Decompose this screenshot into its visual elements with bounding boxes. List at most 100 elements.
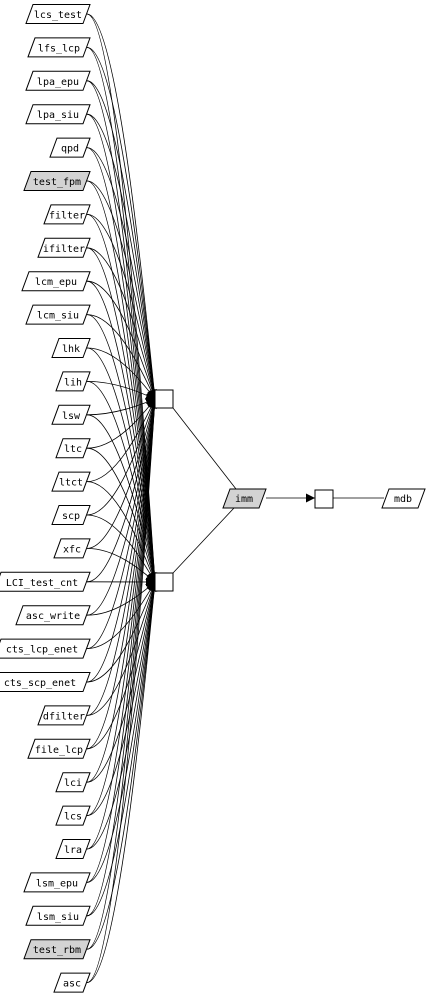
node-scp[interactable]: scp <box>51 505 91 525</box>
edge-lih-to-lower <box>86 381 158 583</box>
node-lhk[interactable]: lhk <box>51 338 91 358</box>
node-asc_write-label: asc_write <box>26 611 80 622</box>
node-lci-shape <box>55 772 91 793</box>
edge-cts_lcp_enet-to-upper <box>86 398 159 649</box>
node-qpd-label: qpd <box>61 144 79 155</box>
node-lra[interactable]: lra <box>55 839 91 859</box>
node-ifilter-shape <box>37 237 91 258</box>
edge-file_lcp-to-upper <box>86 398 159 750</box>
node-LCI_test_cnt-shape <box>0 571 91 592</box>
node-asc_write[interactable]: asc_write <box>15 605 91 626</box>
node-lra-shape <box>55 839 91 859</box>
junction-lower <box>154 572 174 592</box>
node-lfs_lcp[interactable]: lfs_lcp <box>27 37 91 58</box>
node-cts_lcp_enet[interactable]: cts_lcp_enet <box>0 638 91 659</box>
node-lsw[interactable]: lsw <box>51 404 91 425</box>
node-lsm_siu[interactable]: lsm_siu <box>25 905 91 926</box>
node-cts_scp_enet[interactable]: cts_scp_enet <box>0 672 91 692</box>
edge-filter-to-upper <box>86 214 158 400</box>
edge-lower-to-imm <box>172 507 235 574</box>
node-lih-label: lih <box>64 377 82 388</box>
edge-test_fpm-to-lower <box>86 180 159 583</box>
junction-upper <box>154 389 174 409</box>
edge-asc_write-to-upper <box>86 398 158 616</box>
node-test_rbm-label: test_rbm <box>33 945 81 956</box>
edge-ifilter-to-lower <box>86 247 159 583</box>
node-lcm_siu[interactable]: lcm_siu <box>25 304 91 325</box>
node-test_rbm[interactable]: test_rbm <box>23 939 91 960</box>
node-lsw-shape <box>51 404 91 425</box>
node-file_lcp[interactable]: file_lcp <box>27 738 91 759</box>
edge-lcm_epu-to-lower <box>86 280 159 583</box>
node-ltc-label: ltc <box>64 444 82 455</box>
node-ltct[interactable]: ltct <box>51 471 91 492</box>
edge-test_fpm-to-upper <box>86 180 158 400</box>
node-filter-label: filter <box>49 210 85 221</box>
node-lcs_test[interactable]: lcs_test <box>25 4 91 24</box>
node-qpd[interactable]: qpd <box>49 137 91 158</box>
node-lci[interactable]: lci <box>55 772 91 793</box>
node-lpa_epu-shape <box>25 70 91 91</box>
node-test_fpm[interactable]: test_fpm <box>23 171 91 191</box>
node-imm-label: imm <box>235 494 253 505</box>
node-mdb[interactable]: mdb <box>381 488 426 509</box>
node-lcs-label: lcs <box>64 812 82 823</box>
node-dfilter-label: dfilter <box>43 711 85 722</box>
edge-cts_scp_enet-to-lower <box>86 581 156 683</box>
node-filter[interactable]: filter <box>43 204 91 225</box>
edge-lfs_lcp-to-upper <box>86 47 159 400</box>
node-lsm_epu-label: lsm_epu <box>36 878 78 889</box>
edge-lih-to-upper <box>86 381 156 400</box>
node-lcs-shape <box>55 805 91 826</box>
edge-dfilter-to-upper <box>86 398 159 716</box>
node-lci-label: lci <box>64 778 82 789</box>
node-ifilter[interactable]: ifilter <box>37 237 91 258</box>
node-imm[interactable]: imm <box>222 488 267 509</box>
edge-lsm_siu-to-lower <box>86 581 159 917</box>
node-lfs_lcp-shape <box>27 37 91 58</box>
node-LCI_test_cnt-label: LCI_test_cnt <box>6 578 78 589</box>
edge-cts_scp_enet-to-upper <box>86 398 159 683</box>
junction-layer <box>154 389 334 592</box>
edge-upper-to-imm <box>172 407 237 490</box>
node-lcm_epu[interactable]: lcm_epu <box>21 271 91 292</box>
edge-lcs-to-lower <box>86 581 158 816</box>
edge-asc-to-upper <box>86 398 159 983</box>
node-lih[interactable]: lih <box>55 371 91 392</box>
node-lcs[interactable]: lcs <box>55 805 91 826</box>
node-lcm_siu-shape <box>25 304 91 325</box>
node-lra-label: lra <box>64 845 82 856</box>
node-ltct-shape <box>51 471 91 492</box>
node-lcs_test-shape <box>25 4 91 24</box>
node-lpa_siu[interactable]: lpa_siu <box>25 104 91 125</box>
edge-ifilter-to-upper <box>86 247 158 400</box>
node-dfilter-shape <box>37 705 91 726</box>
edge-lpa_siu-to-upper <box>86 113 159 400</box>
node-lpa_epu[interactable]: lpa_epu <box>25 70 91 91</box>
node-test_fpm-label: test_fpm <box>33 177 81 188</box>
edge-scp-to-upper <box>86 398 157 516</box>
node-test_rbm-shape <box>23 939 91 960</box>
edge-test_rbm-to-lower <box>86 581 159 950</box>
node-ltct-label: ltct <box>59 478 83 489</box>
node-LCI_test_cnt[interactable]: LCI_test_cnt <box>0 571 91 592</box>
node-xfc[interactable]: xfc <box>53 538 91 559</box>
node-asc[interactable]: asc <box>53 972 91 993</box>
edge-lci-to-lower <box>86 581 158 783</box>
node-lfs_lcp-label: lfs_lcp <box>38 43 80 54</box>
node-xfc-shape <box>53 538 91 559</box>
node-file_lcp-shape <box>27 738 91 759</box>
node-lcm_epu-label: lcm_epu <box>35 277 77 288</box>
node-dfilter[interactable]: dfilter <box>37 705 91 726</box>
node-lcm_siu-label: lcm_siu <box>37 311 79 322</box>
node-filter-shape <box>43 204 91 225</box>
junction-right <box>314 489 334 509</box>
node-imm-shape <box>222 488 267 509</box>
node-ltc[interactable]: ltc <box>55 438 91 459</box>
edge-asc-to-lower <box>86 581 159 983</box>
node-mdb-shape <box>381 488 426 509</box>
node-lpa_siu-shape <box>25 104 91 125</box>
node-lsm_epu[interactable]: lsm_epu <box>23 872 91 893</box>
node-lcs_test-label: lcs_test <box>34 10 82 21</box>
